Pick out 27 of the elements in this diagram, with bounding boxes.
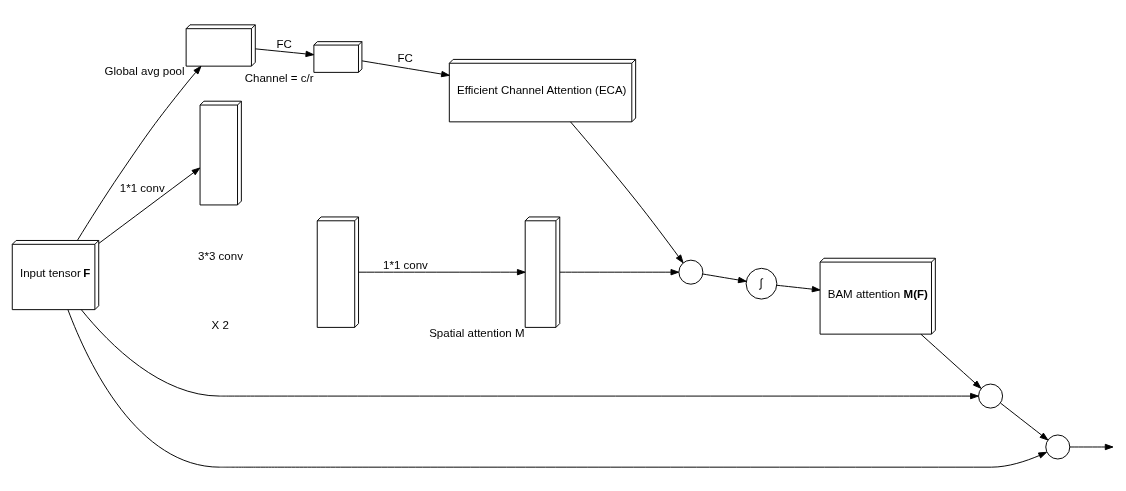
- label: 3*3 conv: [198, 249, 243, 262]
- arrow: [1000, 402, 1049, 440]
- arrow: [361, 59, 450, 77]
- arrow: [98, 167, 201, 244]
- arrow: [77, 65, 202, 241]
- arrow: [559, 268, 680, 275]
- arrow: [702, 273, 747, 283]
- edge-label: 1*1 conv: [383, 258, 428, 271]
- arrow: [358, 268, 526, 275]
- arrow: [920, 333, 982, 389]
- arrow: [776, 284, 821, 292]
- node-circle: ∫: [745, 267, 778, 300]
- edge-label: FC: [397, 51, 413, 64]
- node-label: Spatial attention M: [429, 326, 525, 339]
- arrow: [570, 120, 684, 263]
- arrow: [254, 47, 315, 57]
- edge-label: 1*1 conv: [119, 181, 165, 194]
- edge-label: FC: [276, 37, 292, 50]
- node-circle: [1045, 434, 1071, 459]
- node-circle: [678, 259, 704, 285]
- arrow: [80, 308, 979, 399]
- node-label: Channel = c/r: [244, 71, 314, 84]
- arrow: [1069, 443, 1114, 450]
- label: X 2: [211, 318, 229, 331]
- node-circle: [978, 383, 1004, 409]
- arrow: [67, 308, 1047, 468]
- node-label: Global avg pool: [104, 64, 185, 77]
